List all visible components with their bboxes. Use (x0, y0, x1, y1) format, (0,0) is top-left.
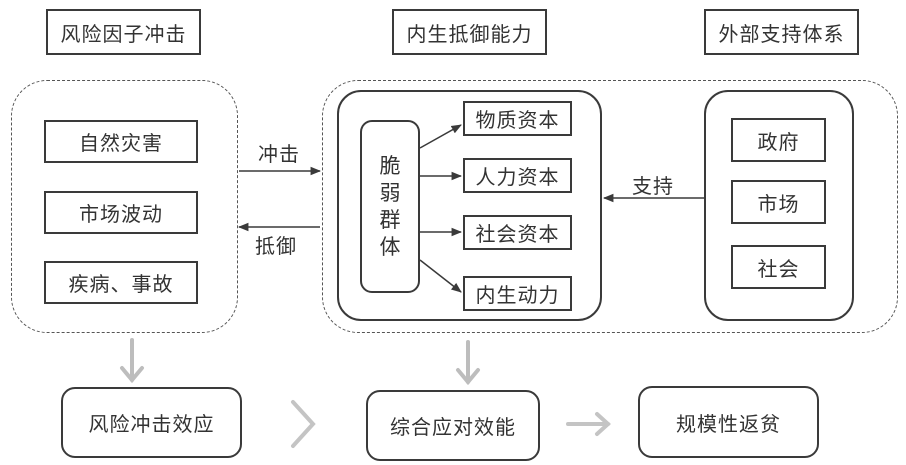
outcome-scaled-return-poverty: 规模性返贫 (638, 386, 819, 458)
gray-down-arrow-middle (456, 340, 480, 386)
capacity-support-container (322, 80, 898, 333)
capacity-inner-box (337, 90, 602, 321)
vulnerable-group-char: 脆 (379, 153, 401, 178)
capital-physical: 物质资本 (463, 101, 572, 136)
support-society: 社会 (731, 245, 826, 289)
capital-arrow-physical (419, 124, 462, 149)
gray-chevron-right (291, 400, 316, 448)
risk-factor-natural-disaster: 自然灾害 (44, 120, 198, 163)
gray-right-arrow (566, 412, 611, 436)
header-external-support: 外部支持体系 (704, 9, 859, 55)
support-market: 市场 (731, 180, 826, 224)
vulnerable-group-char: 弱 (379, 180, 401, 205)
capital-arrow-motivation (419, 259, 462, 293)
outcome-coping-efficacy: 综合应对效能 (366, 390, 540, 461)
support-government: 政府 (731, 118, 826, 162)
outcome-risk-shock-effect: 风险冲击效应 (61, 387, 242, 458)
gray-down-arrow-left (120, 338, 144, 384)
capital-endogenous-motivation: 内生动力 (463, 276, 572, 311)
header-risk-factor-shock: 风险因子冲击 (46, 9, 201, 55)
support-inner-box (704, 90, 854, 321)
risk-factor-market-fluctuation: 市场波动 (44, 191, 198, 234)
arrow-label-impact: 冲击 (258, 142, 300, 166)
risk-factor-illness-accident: 疾病、事故 (44, 261, 198, 304)
capital-social: 社会资本 (463, 215, 572, 250)
capital-human: 人力资本 (463, 158, 572, 193)
vulnerable-group-char: 群 (379, 207, 401, 232)
arrow-label-support: 支持 (632, 174, 674, 198)
arrow-label-resist: 抵御 (255, 234, 297, 258)
header-endogenous-resistance: 内生抵御能力 (392, 9, 547, 55)
risk-factor-container (11, 80, 238, 333)
vulnerable-group-box: 脆 弱 群 体 (360, 120, 420, 293)
vulnerable-group-char: 体 (379, 234, 401, 259)
